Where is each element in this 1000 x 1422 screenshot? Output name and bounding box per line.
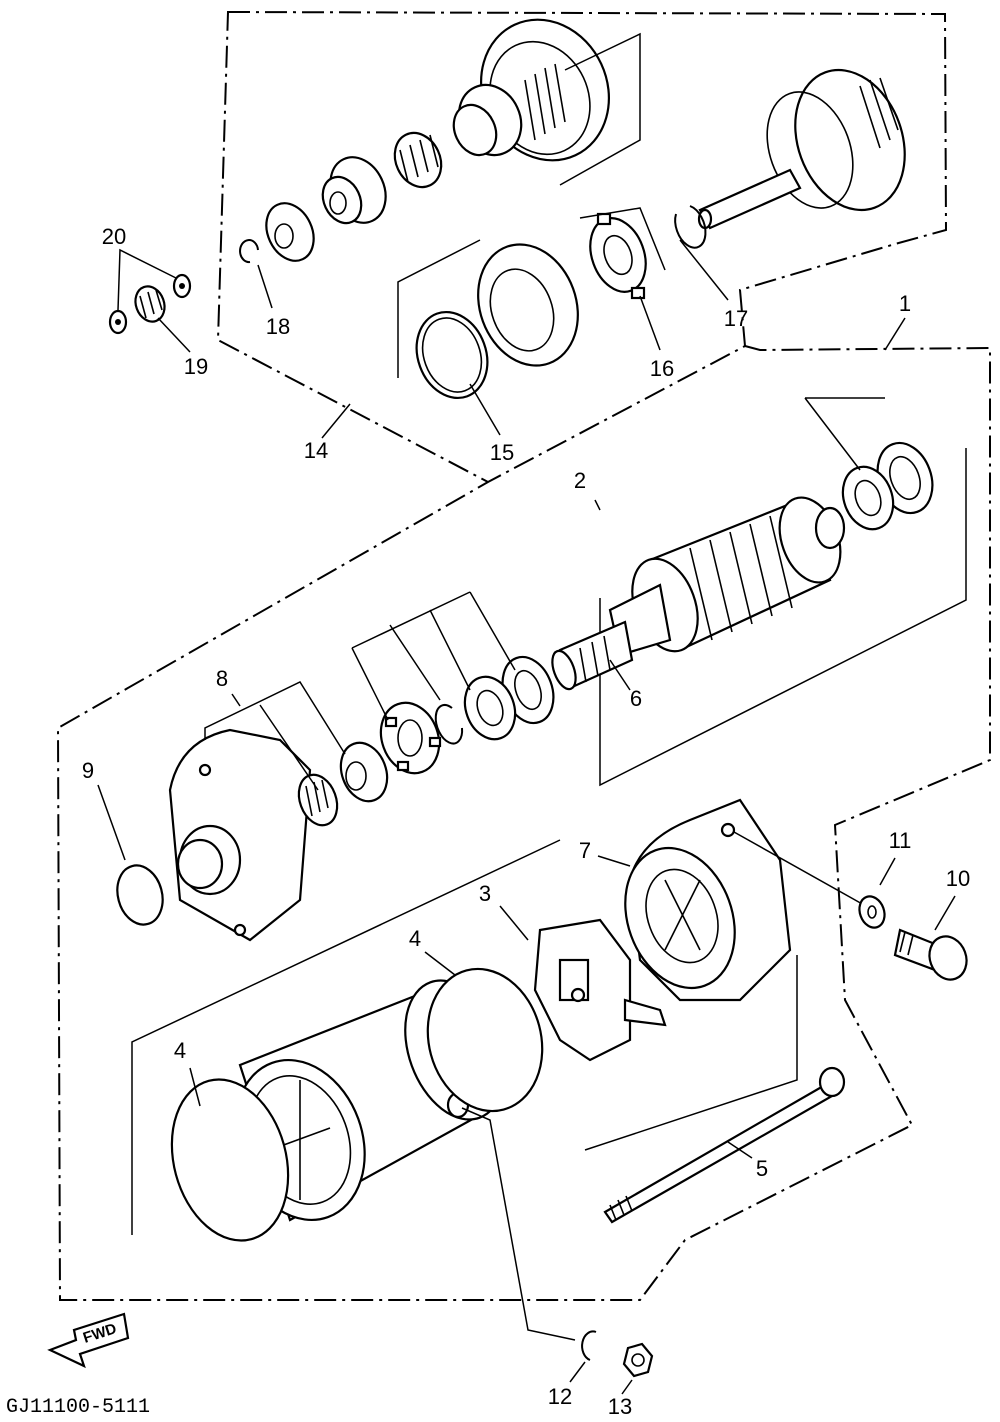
callout-13: 13 [608, 1394, 632, 1419]
callout-7: 7 [579, 838, 591, 863]
group-outline-14 [216, 10, 948, 484]
brush-plate [379, 701, 442, 775]
bracket-16 [579, 207, 666, 271]
thrust-washer-b [463, 675, 517, 741]
callout-5: 5 [756, 1156, 768, 1181]
leader-17 [679, 239, 729, 301]
spring-part [393, 131, 443, 189]
callout-12: 12 [548, 1384, 572, 1409]
circlip-18 [239, 239, 259, 264]
nut-13 [622, 1342, 654, 1378]
leader-12b [569, 1361, 586, 1383]
group-outline-1 [56, 345, 991, 1301]
leader-10 [934, 895, 956, 931]
bracket-left-washers-2 [351, 647, 389, 721]
leader-12 [461, 1107, 576, 1341]
callout-16: 16 [650, 356, 674, 381]
armature-6 [551, 496, 846, 691]
callout-9: 9 [82, 758, 94, 783]
shim-15 [415, 310, 489, 400]
circlip-armature [434, 704, 464, 745]
bolt-10 [893, 928, 968, 981]
bracket-15 [397, 239, 481, 378]
callout-18: 18 [266, 314, 290, 339]
washer-20b [172, 273, 192, 299]
leader-11 [879, 857, 896, 886]
bracket-left-washers [351, 591, 516, 701]
spacer-collar [321, 156, 387, 225]
leader-4-right [424, 951, 456, 976]
through-bolt-5 [603, 1066, 846, 1224]
callout-14: 14 [304, 438, 328, 463]
leader-9 [97, 784, 126, 861]
callout-6: 6 [630, 686, 642, 711]
bracket-8 [204, 681, 346, 791]
callout-3: 3 [479, 881, 491, 906]
needle-bearing [297, 773, 339, 827]
fwd-arrow-icon: FWD [47, 1312, 130, 1369]
leader-7 [597, 855, 631, 867]
callout-2: 2 [574, 468, 586, 493]
clip-12 [581, 1330, 597, 1361]
callout-10: 10 [946, 866, 970, 891]
bearing-ring [477, 243, 579, 367]
clutch-housing [452, 18, 611, 162]
front-cover-8 [168, 728, 312, 942]
callout-19: 19 [184, 354, 208, 379]
leader-4-left [189, 1067, 201, 1107]
o-ring-9 [116, 864, 164, 926]
leader-15 [469, 383, 501, 436]
callout-4a: 4 [409, 926, 421, 951]
callout-20: 20 [102, 224, 126, 249]
drawing-code: GJ11100-5111 [6, 1396, 150, 1419]
leader-14 [321, 403, 351, 439]
callout-15: 15 [490, 440, 514, 465]
bracket-2 [599, 448, 967, 787]
leader-3 [499, 905, 529, 941]
gasket-4-right [426, 967, 544, 1113]
circlip-17 [674, 205, 707, 249]
leader-18 [257, 264, 273, 309]
bracket-lower [131, 839, 798, 1235]
pinion-shaft-gear [697, 68, 906, 230]
gasket-4-left [170, 1078, 290, 1242]
leader-2 [594, 499, 601, 511]
leader-16 [639, 295, 661, 351]
leader-1 [884, 317, 906, 351]
leader-20 [117, 248, 177, 311]
bracket-clutch [559, 32, 641, 186]
callout-17: 17 [724, 306, 748, 331]
callout-4b: 4 [174, 1038, 186, 1063]
leader-11-line [733, 831, 865, 906]
washer-11 [858, 895, 886, 929]
washer-20a [108, 309, 128, 335]
drive-washer [265, 202, 315, 262]
leader-19 [157, 317, 191, 353]
spring-19 [134, 285, 166, 323]
leader-8 [231, 693, 241, 707]
callout-11: 11 [889, 828, 912, 853]
retainer-plate-16 [589, 212, 647, 300]
rear-cover-7 [624, 798, 792, 1002]
bracket-armature-washers [804, 397, 885, 471]
callout-1: 1 [899, 291, 911, 316]
leader-5 [727, 1141, 753, 1159]
leader-13 [621, 1379, 633, 1395]
brush-holder-3 [533, 918, 667, 1062]
oil-seal [339, 741, 389, 803]
callout-8: 8 [216, 666, 228, 691]
leader-6 [609, 659, 631, 691]
armature-washer-b [841, 465, 895, 531]
